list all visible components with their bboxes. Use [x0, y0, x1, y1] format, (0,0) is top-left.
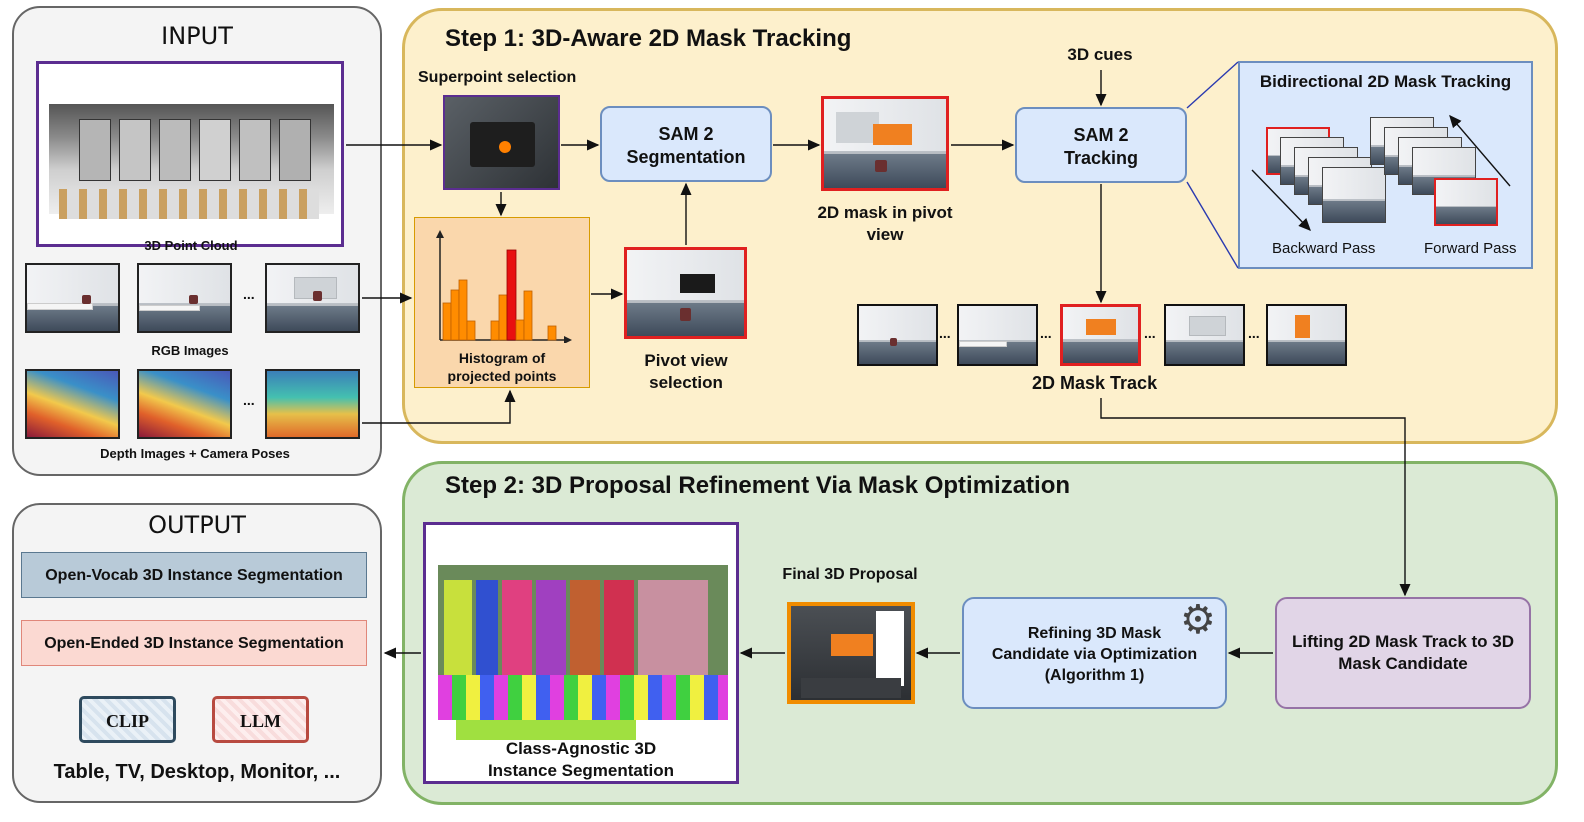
rgb-image-3: [265, 263, 360, 333]
track-frame-2: [957, 304, 1038, 366]
pivot-view-label: Pivot view selection: [606, 350, 766, 394]
input-title: INPUT: [161, 22, 233, 50]
open-vocab-box: Open-Vocab 3D Instance Segmentation: [21, 552, 367, 598]
cues-label: 3D cues: [1067, 45, 1133, 64]
pivot-line1: Pivot view: [644, 351, 728, 370]
mask-pivot-line2: view: [866, 225, 904, 244]
histogram-label: Histogram of projected points: [414, 349, 590, 385]
clip-box: CLIP: [79, 696, 176, 743]
pivot-view-image: [624, 247, 747, 339]
mask-track-label: 2D Mask Track: [1032, 373, 1158, 393]
histogram-line1: Histogram of: [458, 350, 546, 366]
refine-box: Refining 3D Mask Candidate via Optimizat…: [962, 597, 1227, 709]
sam2-segmentation-box: SAM 2 Segmentation: [600, 106, 772, 182]
track-frame-3: [1060, 304, 1141, 366]
point-cloud-image: [36, 61, 344, 247]
pivot-line2: selection: [649, 373, 723, 392]
sam2-seg-line1: SAM 2: [658, 124, 714, 144]
zoom-line-top: [1186, 61, 1239, 109]
backward-frame-5: [1322, 167, 1386, 223]
depth-image-2: [137, 369, 232, 439]
rgb-ellipsis: ...: [243, 286, 255, 302]
output-title: OUTPUT: [148, 511, 246, 539]
point-cloud-label: 3D Point Cloud: [144, 238, 238, 253]
track-frame-4: [1164, 304, 1245, 366]
gear-icon: ⚙: [1180, 598, 1216, 642]
mask-pivot-image: [821, 96, 949, 191]
track-ellipsis-3: ...: [1144, 325, 1156, 341]
depth-image-1: [25, 369, 120, 439]
class-agnostic-label: Class-Agnostic 3D Instance Segmentation: [423, 738, 739, 782]
sam2-seg-line2: Segmentation: [626, 147, 746, 167]
depth-ellipsis: ...: [243, 392, 255, 408]
depth-image-3: [265, 369, 360, 439]
refine-line3: (Algorithm 1): [1044, 667, 1145, 684]
lifting-line1: Lifting 2D Mask Track to 3D: [1292, 632, 1514, 651]
sam2-track-line2: Tracking: [1063, 148, 1139, 168]
mask-pivot-label: 2D mask in pivot view: [795, 202, 975, 246]
refine-line2: Candidate via Optimization: [991, 646, 1198, 663]
sam2-tracking-box: SAM 2 Tracking: [1015, 107, 1187, 183]
track-ellipsis-1: ...: [939, 325, 951, 341]
backward-label: Backward Pass: [1272, 240, 1376, 257]
output-examples: Table, TV, Desktop, Monitor, ...: [53, 761, 341, 783]
bidirectional-title: Bidirectional 2D Mask Tracking: [1259, 72, 1512, 91]
lifting-box: Lifting 2D Mask Track to 3D Mask Candida…: [1275, 597, 1531, 709]
lifting-line2: Mask Candidate: [1338, 654, 1468, 673]
arrow-icon: [1100, 398, 1411, 597]
track-frame-1: [857, 304, 938, 366]
rgb-image-1: [25, 263, 120, 333]
histogram-line2: projected points: [447, 368, 557, 384]
refine-line1: Refining 3D Mask: [1027, 625, 1162, 642]
rgb-label: RGB Images: [151, 343, 229, 358]
sam2-track-line1: SAM 2: [1073, 125, 1129, 145]
arrow-icon: [1251, 169, 1311, 232]
final-proposal-label: Final 3D Proposal: [782, 566, 918, 583]
forward-label: Forward Pass: [1424, 240, 1517, 257]
class-agnostic-line2: Instance Segmentation: [487, 761, 675, 780]
final-proposal-image: [787, 602, 915, 704]
open-ended-box: Open-Ended 3D Instance Segmentation: [21, 620, 367, 666]
histogram-chart: [436, 230, 572, 343]
rgb-image-2: [137, 263, 232, 333]
class-agnostic-image: [423, 522, 739, 784]
mask-pivot-line1: 2D mask in pivot: [817, 203, 953, 222]
class-agnostic-line1: Class-Agnostic 3D: [505, 739, 657, 758]
arrow-icon: [1449, 114, 1511, 187]
llm-box: LLM: [212, 696, 309, 743]
step1-title: Step 1: 3D-Aware 2D Mask Tracking: [445, 25, 852, 52]
step2-title: Step 2: 3D Proposal Refinement Via Mask …: [445, 472, 1071, 499]
arrow-icon: [362, 389, 516, 424]
superpoint-image: [443, 95, 560, 190]
track-frame-5: [1266, 304, 1347, 366]
forward-frame-5: [1434, 178, 1498, 226]
track-ellipsis-4: ...: [1248, 325, 1260, 341]
superpoint-label: Superpoint selection: [418, 69, 577, 86]
zoom-line-bottom: [1186, 181, 1239, 269]
track-ellipsis-2: ...: [1040, 325, 1052, 341]
depth-label: Depth Images + Camera Poses: [100, 446, 290, 461]
